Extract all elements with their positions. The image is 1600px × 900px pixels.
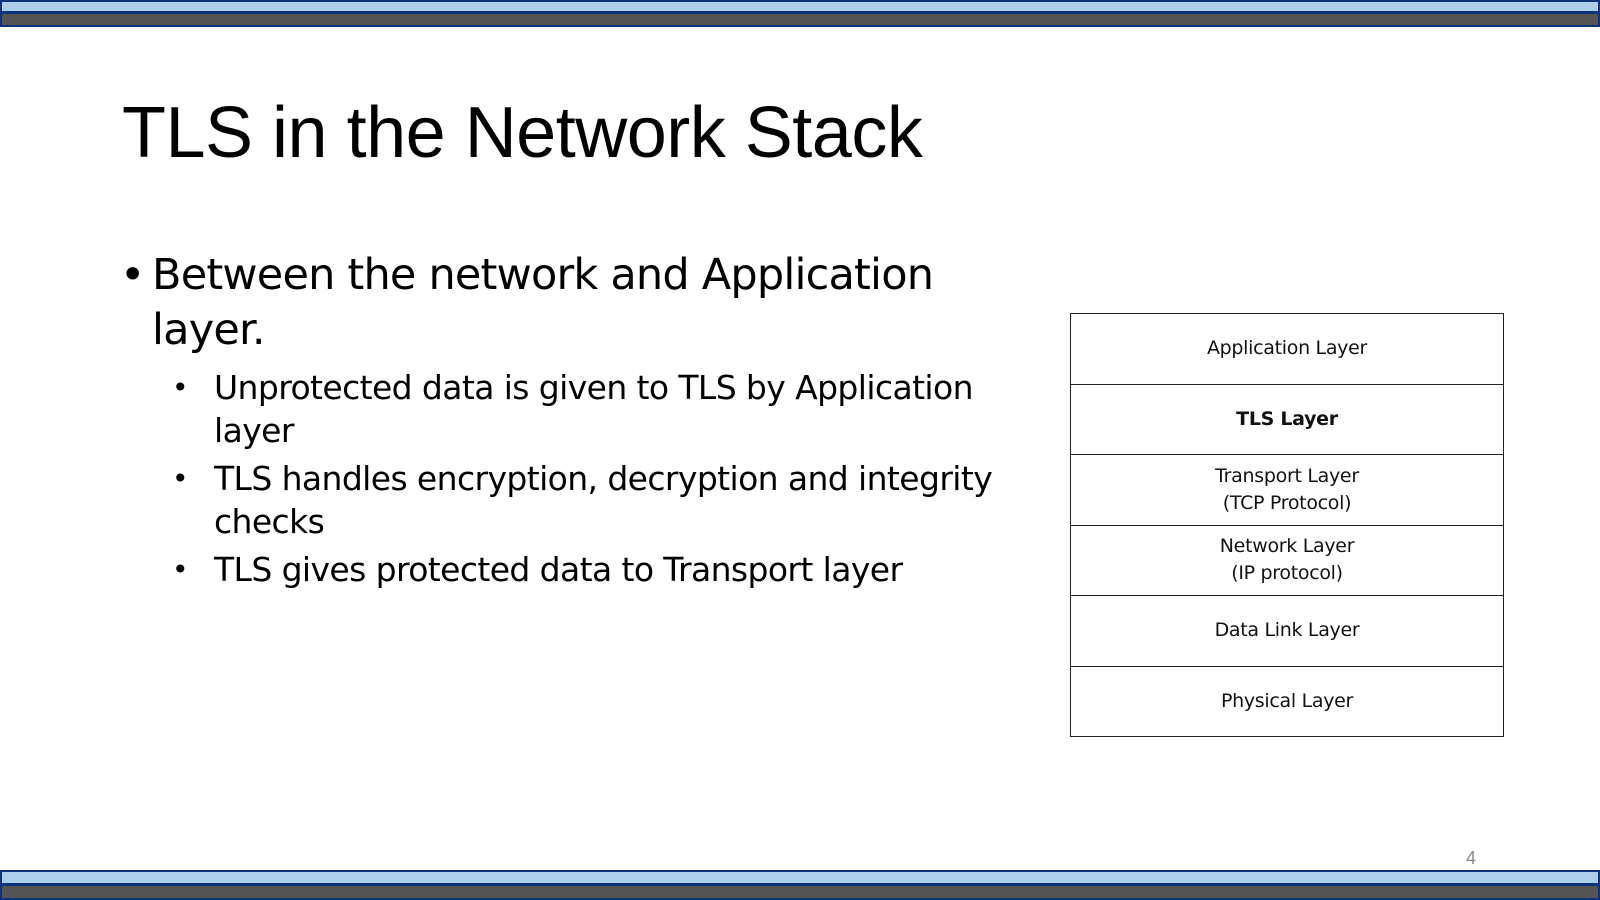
layer-label: Data Link Layer bbox=[1214, 619, 1360, 642]
layer-transport: Transport Layer (TCP Protocol) bbox=[1071, 455, 1503, 526]
layer-tls: TLS Layer bbox=[1071, 385, 1503, 455]
layer-sublabel: (IP protocol) bbox=[1231, 562, 1343, 585]
bullet-icon: • bbox=[172, 553, 189, 586]
bullet-level1: • Between the network and Application la… bbox=[120, 248, 1020, 358]
bottom-decor-band-light bbox=[0, 870, 1600, 885]
bullet-text-line: layer. bbox=[152, 305, 266, 355]
sub-bullet: • TLS gives protected data to Transport … bbox=[170, 548, 1020, 591]
sub-bullet-text-line: layer bbox=[214, 411, 294, 450]
network-stack-diagram: Application Layer TLS Layer Transport La… bbox=[1070, 313, 1504, 737]
sub-bullet-list: • Unprotected data is given to TLS by Ap… bbox=[120, 366, 1020, 591]
bullet-icon: • bbox=[172, 371, 189, 404]
layer-data-link: Data Link Layer bbox=[1071, 596, 1503, 667]
layer-label: Transport Layer bbox=[1215, 464, 1359, 487]
bullet-text-line: Between the network and Application bbox=[152, 250, 934, 300]
layer-network: Network Layer (IP protocol) bbox=[1071, 526, 1503, 596]
layer-sublabel: (TCP Protocol) bbox=[1222, 491, 1352, 514]
page-number: 4 bbox=[1466, 848, 1477, 868]
sub-bullet-text-line: Unprotected data is given to TLS by Appl… bbox=[214, 368, 973, 407]
sub-bullet: • Unprotected data is given to TLS by Ap… bbox=[170, 366, 1020, 452]
sub-bullet-text-line: TLS handles encryption, decryption and i… bbox=[214, 459, 993, 498]
top-decor-band-dark bbox=[0, 12, 1600, 27]
layer-application: Application Layer bbox=[1071, 314, 1503, 385]
sub-bullet-text-line: checks bbox=[214, 502, 325, 541]
sub-bullet: • TLS handles encryption, decryption and… bbox=[170, 457, 1020, 543]
bottom-decor-band-dark bbox=[0, 884, 1600, 900]
bullet-icon: • bbox=[172, 462, 189, 495]
layer-label: Network Layer bbox=[1219, 535, 1355, 558]
layer-label: Application Layer bbox=[1206, 337, 1368, 360]
bullet-icon: • bbox=[120, 250, 145, 300]
layer-label: Physical Layer bbox=[1220, 689, 1354, 712]
layer-label: TLS Layer bbox=[1236, 407, 1338, 430]
bullet-list: • Between the network and Application la… bbox=[120, 248, 1020, 596]
layer-physical: Physical Layer bbox=[1071, 667, 1503, 737]
sub-bullet-text-line: TLS gives protected data to Transport la… bbox=[214, 550, 903, 589]
slide-title: TLS in the Network Stack bbox=[122, 93, 923, 173]
